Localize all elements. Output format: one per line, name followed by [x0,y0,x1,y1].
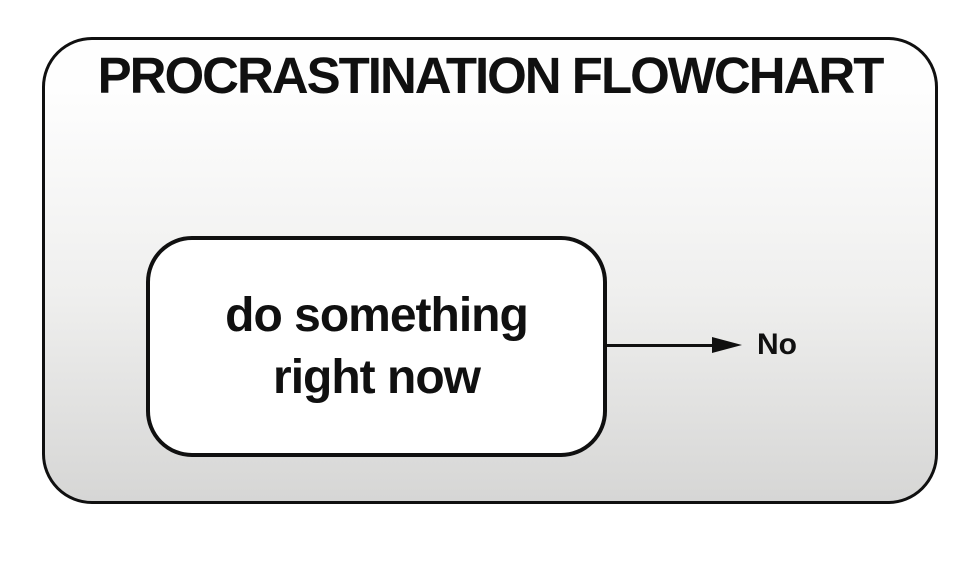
flowchart-title: PROCRASTINATION FLOWCHART [97,47,885,104]
task-node-label: do something right now [225,288,529,404]
no-arrow-line [607,344,717,347]
edge-label-no: No [757,328,797,361]
arrow-head-icon [712,337,742,353]
task-node: do something right now [146,236,607,457]
flowchart-panel: PROCRASTINATION FLOWCHART do something r… [42,37,938,504]
